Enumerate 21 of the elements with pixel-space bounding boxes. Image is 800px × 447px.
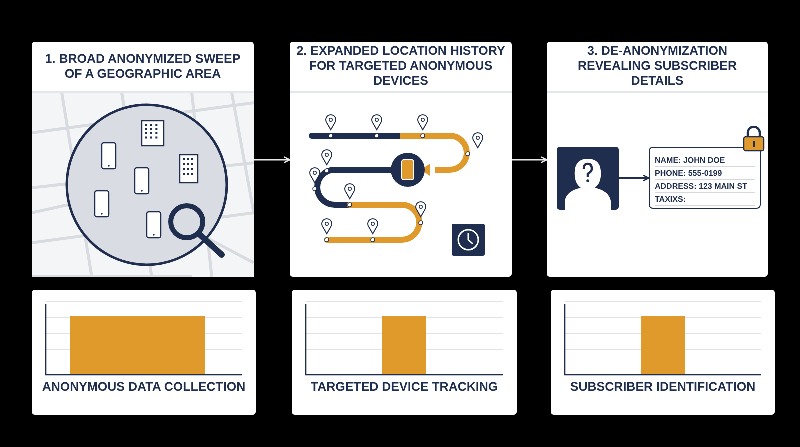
record-field: TAXIXS: [655,193,755,206]
chart-label: TARGETED DEVICE TRACKING [310,380,500,395]
anonymous-person-icon [557,147,619,210]
record-card [649,147,761,209]
chart-card [32,290,256,415]
panel [547,42,768,277]
arrow [254,156,291,164]
chart-card [292,290,517,415]
arrow [512,156,548,164]
arrow [619,174,650,182]
panel [290,42,512,277]
record-field: PHONE: 555-0199 [655,167,755,180]
panel-title: 1. BROAD ANONYMIZED SWEEP OF A GEOGRAPHIC AREA [44,52,242,82]
panel [32,42,254,277]
chart-label: SUBSCRIBER IDENTIFICATION [569,380,757,395]
record-field: NAME: JOHN DOE [655,154,755,167]
chart-label: ANONYMOUS DATA COLLECTION [42,380,246,395]
chart-card [551,290,775,415]
panel-title: 2. EXPANDED LOCATION HISTORY FOR TARGETED ANONYMOUS DEVICES [296,44,506,89]
record-field: ADDRESS: 123 MAIN ST [655,180,755,193]
panel-title: 3. DE-ANONYMIZATION REVEALING SUBSCRIBER DETAILS [576,44,738,89]
